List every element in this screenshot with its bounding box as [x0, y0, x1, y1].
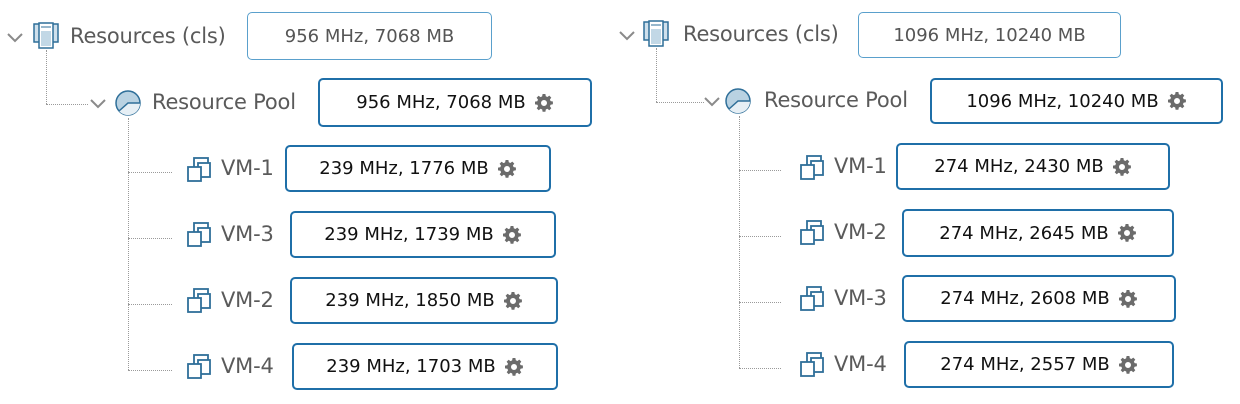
tree-connector [739, 116, 740, 368]
vm-icon [187, 157, 211, 182]
gear-icon[interactable] [1118, 289, 1138, 309]
tree-connector [128, 304, 172, 305]
vm-resource-box[interactable]: 274 MHz, 2608 MB [902, 275, 1176, 322]
chevron-down-icon[interactable] [6, 32, 24, 44]
resource-pool-icon [115, 90, 141, 116]
chevron-down-icon[interactable] [618, 30, 636, 42]
cluster-icon [33, 22, 59, 49]
tree-connector [739, 170, 781, 171]
cluster-label[interactable]: Resources (cls) [683, 22, 839, 46]
vm-resource-value: 239 MHz, 1776 MB [319, 158, 489, 179]
vm-icon [800, 352, 824, 377]
gear-icon[interactable] [504, 357, 524, 377]
resource-pool-value: 956 MHz, 7068 MB [356, 92, 526, 113]
vm-label[interactable]: VM-1 [221, 156, 274, 180]
gear-icon[interactable] [503, 291, 523, 311]
tree-connector [128, 238, 172, 239]
vm-resource-box[interactable]: 239 MHz, 1739 MB [290, 211, 556, 258]
vm-label[interactable]: VM-3 [834, 286, 887, 310]
vm-resource-box[interactable]: 239 MHz, 1703 MB [292, 343, 558, 390]
vm-label[interactable]: VM-3 [221, 222, 274, 246]
vm-resource-box[interactable]: 239 MHz, 1850 MB [290, 277, 558, 324]
cluster-resource-box: 1096 MHz, 10240 MB [858, 12, 1121, 58]
gear-icon[interactable] [502, 225, 522, 245]
resource-pool-box[interactable]: 1096 MHz, 10240 MB [930, 78, 1223, 124]
vm-resource-value: 274 MHz, 2430 MB [934, 156, 1104, 177]
vm-resource-box[interactable]: 274 MHz, 2430 MB [896, 143, 1170, 190]
vm-icon [800, 220, 824, 245]
tree-connector [46, 50, 47, 104]
resource-pool-label[interactable]: Resource Pool [764, 88, 908, 112]
cluster-resource-value: 1096 MHz, 10240 MB [893, 24, 1086, 46]
vm-resource-box[interactable]: 274 MHz, 2645 MB [902, 209, 1174, 257]
gear-icon[interactable] [1117, 223, 1137, 243]
cluster-resource-box: 956 MHz, 7068 MB [247, 12, 492, 60]
vm-label[interactable]: VM-1 [834, 154, 887, 178]
vm-resource-value: 239 MHz, 1703 MB [326, 356, 496, 377]
vm-icon [187, 288, 211, 313]
vm-icon [800, 286, 824, 311]
vm-resource-box[interactable]: 274 MHz, 2557 MB [904, 341, 1174, 388]
cluster-label[interactable]: Resources (cls) [70, 24, 226, 48]
resource-pool-icon [725, 88, 751, 114]
tree-connector [656, 48, 657, 102]
tree-connector [656, 102, 704, 103]
chevron-down-icon[interactable] [703, 96, 721, 108]
tree-connector [739, 302, 781, 303]
vm-icon [187, 222, 211, 247]
vm-resource-value: 274 MHz, 2557 MB [940, 354, 1110, 375]
resource-pool-label[interactable]: Resource Pool [152, 90, 296, 114]
resource-tree-left: Resources (cls) 956 MHz, 7068 MB Resourc… [0, 0, 610, 404]
vm-resource-value: 274 MHz, 2608 MB [940, 288, 1110, 309]
vm-resource-box[interactable]: 239 MHz, 1776 MB [285, 145, 551, 192]
resource-pool-box[interactable]: 956 MHz, 7068 MB [318, 78, 592, 127]
gear-icon[interactable] [497, 159, 517, 179]
vm-icon [800, 155, 824, 180]
tree-connector [128, 370, 172, 371]
vm-label[interactable]: VM-2 [834, 220, 887, 244]
gear-icon[interactable] [1112, 157, 1132, 177]
chevron-down-icon[interactable] [89, 98, 107, 110]
tree-connector [128, 172, 172, 173]
vm-icon [187, 354, 211, 379]
tree-connector [46, 104, 88, 105]
cluster-resource-value: 956 MHz, 7068 MB [284, 25, 455, 47]
resource-tree-right: Resources (cls) 1096 MHz, 10240 MB Resou… [612, 0, 1240, 404]
gear-icon[interactable] [1167, 91, 1187, 111]
vm-resource-value: 239 MHz, 1850 MB [325, 290, 495, 311]
tree-connector [739, 236, 781, 237]
vm-resource-value: 274 MHz, 2645 MB [939, 222, 1109, 244]
gear-icon[interactable] [1118, 355, 1138, 375]
gear-icon[interactable] [534, 93, 554, 113]
tree-connector [739, 368, 781, 369]
vm-label[interactable]: VM-2 [221, 288, 274, 312]
vm-resource-value: 239 MHz, 1739 MB [324, 224, 494, 245]
vm-label[interactable]: VM-4 [834, 352, 887, 376]
resource-pool-value: 1096 MHz, 10240 MB [966, 90, 1159, 112]
vm-label[interactable]: VM-4 [221, 354, 274, 378]
tree-connector [128, 118, 129, 370]
cluster-icon [643, 20, 669, 47]
